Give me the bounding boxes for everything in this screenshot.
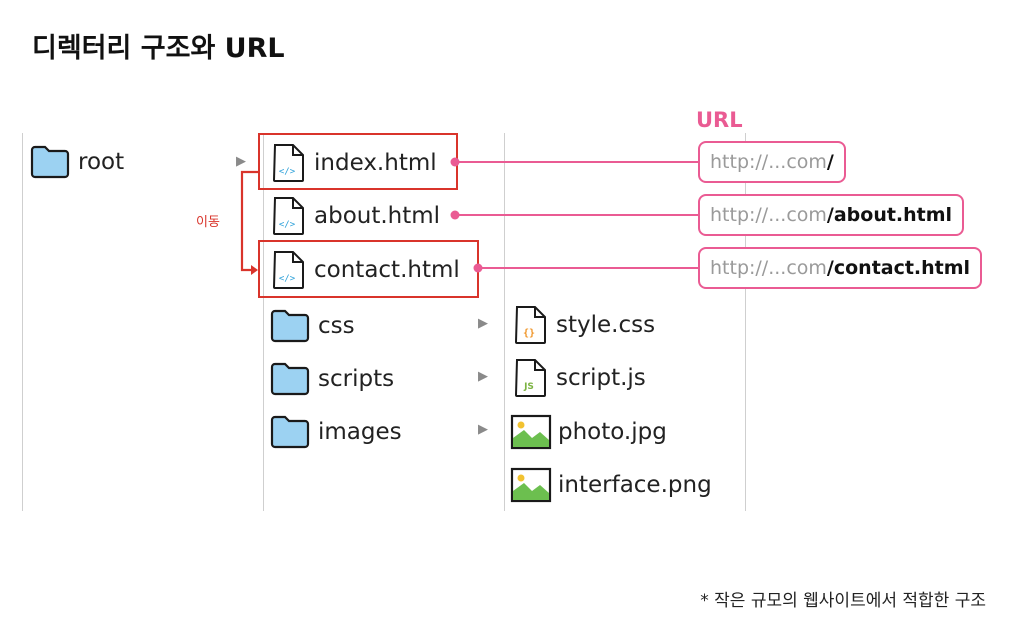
tree-item-label: images xyxy=(318,419,402,445)
url-path: /contact.html xyxy=(826,257,971,279)
tree-item-about-html[interactable]: </> about.html xyxy=(272,196,440,236)
url-prefix: http://...com xyxy=(710,204,827,226)
tree-item-contact-html[interactable]: </> contact.html xyxy=(272,250,460,290)
tree-item-label: css xyxy=(318,313,355,339)
js-file-icon: JS xyxy=(514,359,546,397)
tree-item-css-folder[interactable]: css xyxy=(270,306,355,346)
url-heading: URL xyxy=(696,108,743,132)
html-file-icon: </> xyxy=(272,197,304,235)
column-divider xyxy=(22,133,23,511)
url-prefix: http://...com xyxy=(710,257,827,279)
tree-item-root[interactable]: root xyxy=(30,142,124,182)
css-file-icon: {} xyxy=(514,306,546,344)
tree-item-interface-png[interactable]: interface.png xyxy=(510,465,712,505)
code-badge: </> xyxy=(279,167,296,177)
connector-dot xyxy=(450,157,460,167)
column-divider xyxy=(745,133,746,511)
code-badge: </> xyxy=(279,220,296,230)
tree-item-index-html[interactable]: </> index.html xyxy=(272,143,437,183)
tree-item-label: index.html xyxy=(314,150,437,176)
url-box-contact: http://...com/contact.html xyxy=(698,247,983,289)
connector-dot xyxy=(473,263,483,273)
url-path: / xyxy=(826,151,834,173)
css-badge: {} xyxy=(523,328,535,339)
tree-item-label: contact.html xyxy=(314,257,460,283)
expand-arrow-icon: ▶ xyxy=(478,422,488,437)
tree-item-script-js[interactable]: JS script.js xyxy=(514,358,646,398)
folder-icon xyxy=(270,309,310,343)
tree-item-images-folder[interactable]: images xyxy=(270,412,402,452)
tree-item-label: style.css xyxy=(556,312,656,338)
image-file-icon xyxy=(510,467,552,503)
footnote: * 작은 규모의 웹사이트에서 적합한 구조 xyxy=(700,591,986,611)
tree-item-photo-jpg[interactable]: photo.jpg xyxy=(510,412,667,452)
column-divider xyxy=(504,133,505,511)
tree-item-style-css[interactable]: {} style.css xyxy=(514,305,655,345)
tree-item-label: scripts xyxy=(318,366,395,392)
tree-item-label: interface.png xyxy=(558,472,712,498)
move-bracket xyxy=(240,170,258,272)
js-badge: JS xyxy=(523,382,534,392)
tree-item-label: root xyxy=(78,149,125,175)
folder-icon xyxy=(270,362,310,396)
url-box-index: http://...com/ xyxy=(698,141,846,183)
url-box-about: http://...com/about.html xyxy=(698,194,965,236)
html-file-icon: </> xyxy=(272,251,304,289)
tree-item-label: script.js xyxy=(556,365,646,391)
move-label: 이동 xyxy=(196,215,220,230)
column-divider xyxy=(263,133,264,511)
url-prefix: http://...com xyxy=(710,151,827,173)
connector-dot xyxy=(450,210,460,220)
code-badge: </> xyxy=(279,274,296,284)
tree-item-label: about.html xyxy=(314,203,441,229)
page-title: 디렉터리 구조와 URL xyxy=(32,33,285,64)
folder-icon xyxy=(30,145,70,179)
expand-arrow-icon: ▶ xyxy=(478,316,488,331)
folder-icon xyxy=(270,415,310,449)
tree-item-scripts-folder[interactable]: scripts xyxy=(270,359,394,399)
expand-arrow-icon: ▶ xyxy=(236,154,246,169)
html-file-icon: </> xyxy=(272,144,304,182)
expand-arrow-icon: ▶ xyxy=(478,369,488,384)
url-path: /about.html xyxy=(826,204,953,226)
move-arrowhead-icon xyxy=(251,265,258,275)
image-file-icon xyxy=(510,414,552,450)
tree-item-label: photo.jpg xyxy=(558,419,667,445)
